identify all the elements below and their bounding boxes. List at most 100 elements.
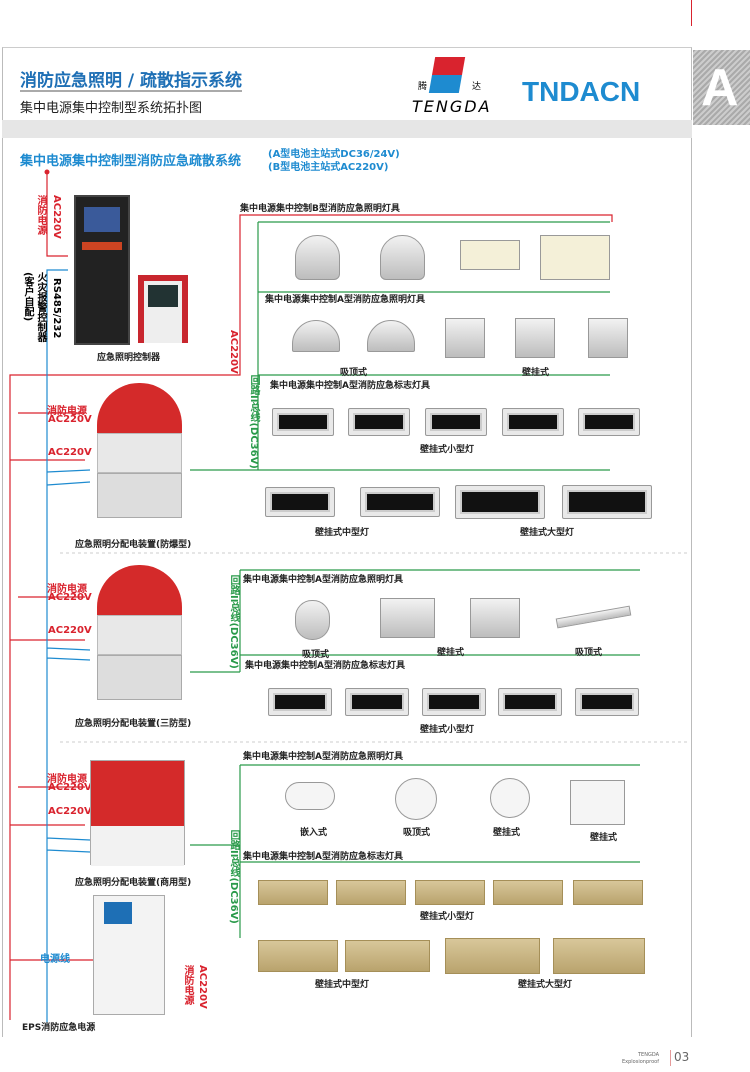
page-title: 消防应急照明 / 疏散指示系统 (20, 71, 243, 91)
sign-small-1 (272, 408, 334, 436)
rs485-label: RS485/232 (51, 278, 62, 339)
s1-a-sign-label: 集中电源集中控制A型消防应急标志灯具 (270, 381, 430, 391)
b-light-1 (295, 235, 340, 280)
b-light-2 (380, 235, 425, 280)
eps-cabinet (93, 895, 165, 1015)
tri-sign-2 (345, 688, 409, 716)
com-light-2 (395, 778, 437, 820)
brand-cn-1: 腾 (418, 82, 428, 92)
fire-power-label-2: 消防电源 (47, 584, 87, 595)
title-underline (20, 90, 242, 92)
eps-label: EPS消防应急电源 (22, 1023, 96, 1033)
ac220-label-5: AC220V (48, 782, 92, 793)
s3-recessed-label: 嵌入式 (300, 828, 328, 838)
s3-wall2-label: 壁挂式 (590, 833, 618, 843)
s3-large-label: 壁挂式大型灯 (518, 980, 573, 990)
tndacn-logo: TNDACN (522, 76, 641, 107)
ac220-label-2: AC220V (48, 447, 92, 458)
tri-sign-3 (422, 688, 486, 716)
gold-sign-large-1 (445, 938, 540, 974)
page-subtitle: 集中电源集中控制型系统拓扑图 (20, 101, 203, 116)
ac220-label-6: AC220V (48, 806, 92, 817)
s1-b-light-label: 集中电源集中控制B型消防应急照明灯具 (240, 204, 400, 214)
tri-light-1 (295, 600, 330, 640)
sign-large-2 (562, 485, 652, 519)
s3-ceiling-label: 吸顶式 (403, 828, 431, 838)
section-tab: A (693, 50, 750, 125)
fire-power-label-1: 消防电源 (47, 406, 87, 417)
s3-a-light-label: 集中电源集中控制A型消防应急照明灯具 (243, 752, 403, 762)
footer-divider (670, 1050, 671, 1066)
section-tab-letter: A (701, 59, 739, 117)
s3-medium-label: 壁挂式中型灯 (315, 980, 370, 990)
gold-sign-4 (493, 880, 563, 905)
s1-large-label: 壁挂式大型灯 (520, 528, 575, 538)
ex-distribution-box (97, 383, 182, 523)
fire-power-label-3: 消防电源 (47, 774, 87, 785)
brand-cn-2: 达 (472, 82, 482, 92)
a-light-1 (292, 320, 340, 352)
sign-large-1 (455, 485, 545, 519)
com-light-3 (490, 778, 530, 818)
a-light-3 (445, 318, 485, 358)
s3-wall-label: 壁挂式 (493, 828, 521, 838)
controller-cabinet (74, 195, 130, 345)
a-light-2 (367, 320, 415, 352)
tri-sign-1 (268, 688, 332, 716)
dist-com-label: 应急照明分配电装置(商用型) (75, 878, 192, 888)
s3-a-sign-label: 集中电源集中控制A型消防应急标志灯具 (243, 852, 403, 862)
header-band (2, 120, 692, 138)
gold-sign-1 (258, 880, 328, 905)
s1-small-label: 壁挂式小型灯 (420, 445, 475, 455)
main-ac220-label: AC220V (228, 330, 239, 374)
eps-fire-power: 消防电源 (182, 965, 193, 1005)
commercial-distribution-box (90, 760, 185, 866)
footer-brand: TENGDA (638, 1052, 660, 1058)
b-light-4 (540, 235, 610, 280)
tengda-logo: 腾 达 TENGDA (410, 55, 505, 120)
system-type-a: (A型电池主站式DC36/24V) (268, 149, 400, 160)
ac220-label-4: AC220V (48, 625, 92, 636)
brand-en: TENGDA (412, 97, 492, 116)
footer-sub: Explosionproof (622, 1059, 659, 1065)
bus-label-2: 回路II总线(DC36V) (228, 575, 239, 669)
com-light-4 (570, 780, 625, 825)
controller-label: 应急照明控制器 (97, 353, 161, 363)
system-type-b: (B型电池主站式AC220V) (268, 162, 389, 173)
a-light-5 (588, 318, 628, 358)
power-line-label: 电源线 (40, 954, 70, 965)
s1-ceiling-label: 吸顶式 (340, 368, 368, 378)
s2-a-sign-label: 集中电源集中控制A型消防应急标志灯具 (245, 661, 405, 671)
top-red-line (691, 0, 692, 26)
sign-small-3 (425, 408, 487, 436)
s1-medium-label: 壁挂式中型灯 (315, 528, 370, 538)
controller-panel (138, 275, 188, 343)
tri-distribution-box (97, 565, 182, 705)
ac220-label: AC220V (51, 195, 62, 239)
s2-small-label: 壁挂式小型灯 (420, 725, 475, 735)
dist-tri-label: 应急照明分配电装置(三防型) (75, 719, 192, 729)
fire-alarm-label: 火灾报警控制器 (35, 272, 46, 342)
s3-small-label: 壁挂式小型灯 (420, 912, 475, 922)
bus-label-3: 回路II总线(DC36V) (228, 830, 239, 924)
tri-light-3 (470, 598, 520, 638)
system-title: 集中电源集中控制型消防应急疏散系统 (20, 154, 242, 169)
sign-small-2 (348, 408, 410, 436)
tri-sign-5 (575, 688, 639, 716)
s2-ceiling-label: 吸顶式 (302, 650, 330, 660)
sign-small-5 (578, 408, 640, 436)
ac220-label-3: AC220V (48, 592, 92, 603)
gold-sign-medium-2 (345, 940, 430, 972)
ac220-label-1: AC220V (48, 414, 92, 425)
page-frame (2, 47, 692, 1037)
s2-a-light-label: 集中电源集中控制A型消防应急照明灯具 (243, 575, 403, 585)
tri-sign-4 (498, 688, 562, 716)
bus-label-1: 回路II总线(DC36V) (248, 375, 259, 469)
gold-sign-3 (415, 880, 485, 905)
tri-light-2 (380, 598, 435, 638)
com-light-1 (285, 782, 335, 810)
s2-ceiling2-label: 吸顶式 (575, 648, 603, 658)
s1-wall-label: 壁挂式 (522, 368, 550, 378)
sign-medium-1 (265, 487, 335, 517)
